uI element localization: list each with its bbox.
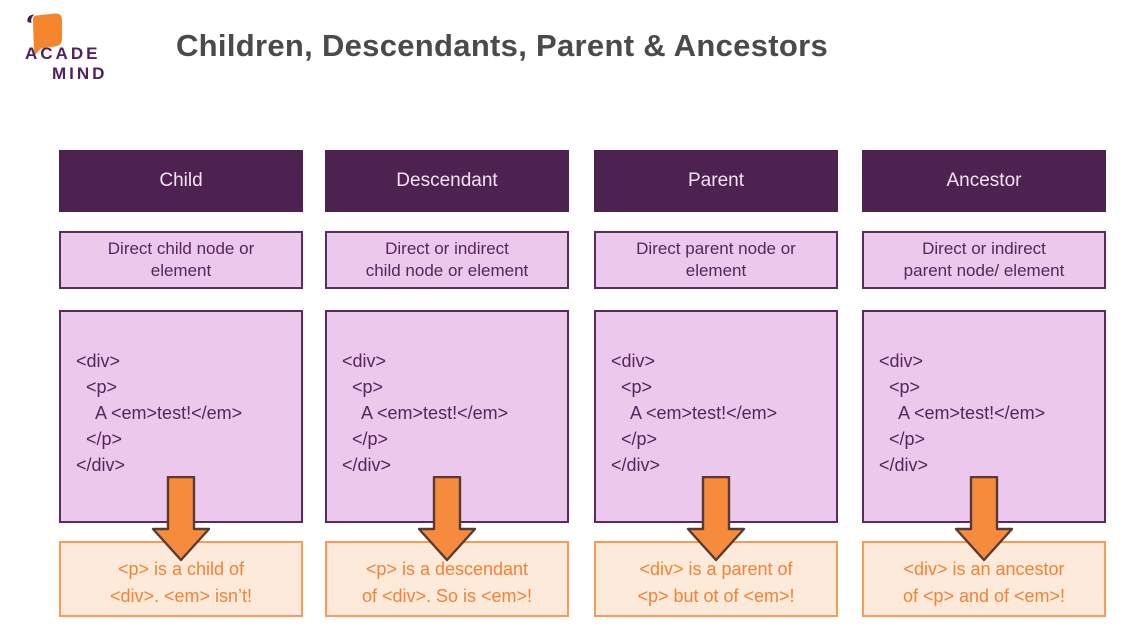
column-parent: Parent Direct parent node or element <di… (594, 150, 838, 620)
column-header: Parent (594, 150, 838, 212)
down-arrow-icon (954, 476, 1014, 562)
column-header: Descendant (325, 150, 569, 212)
column-description: Direct or indirect child node or element (325, 231, 569, 289)
column-header: Child (59, 150, 303, 212)
column-conclusion: <p> is a descendant of <div>. So is <em>… (325, 541, 569, 617)
column-conclusion: <p> is a child of <div>. <em> isn’t! (59, 541, 303, 617)
column-header: Ancestor (862, 150, 1106, 212)
down-arrow-icon (686, 476, 746, 562)
down-arrow-icon (151, 476, 211, 562)
column-description: Direct or indirect parent node/ element (862, 231, 1106, 289)
column-ancestor: Ancestor Direct or indirect parent node/… (862, 150, 1106, 620)
logo-text-mind: MIND (52, 64, 108, 83)
column-descendant: Descendant Direct or indirect child node… (325, 150, 569, 620)
column-description: Direct child node or element (59, 231, 303, 289)
logo-text-acade: ACADE (25, 44, 101, 63)
column-code-sample: <div> <p> A <em>test!</em> </p> </div> (325, 310, 569, 523)
academind-flag-icon (27, 13, 62, 56)
academind-logo: ACADE MIND (18, 8, 148, 92)
column-description: Direct parent node or element (594, 231, 838, 289)
down-arrow-icon (417, 476, 477, 562)
column-child: Child Direct child node or element <div>… (59, 150, 303, 620)
page-title: Children, Descendants, Parent & Ancestor… (176, 28, 828, 63)
